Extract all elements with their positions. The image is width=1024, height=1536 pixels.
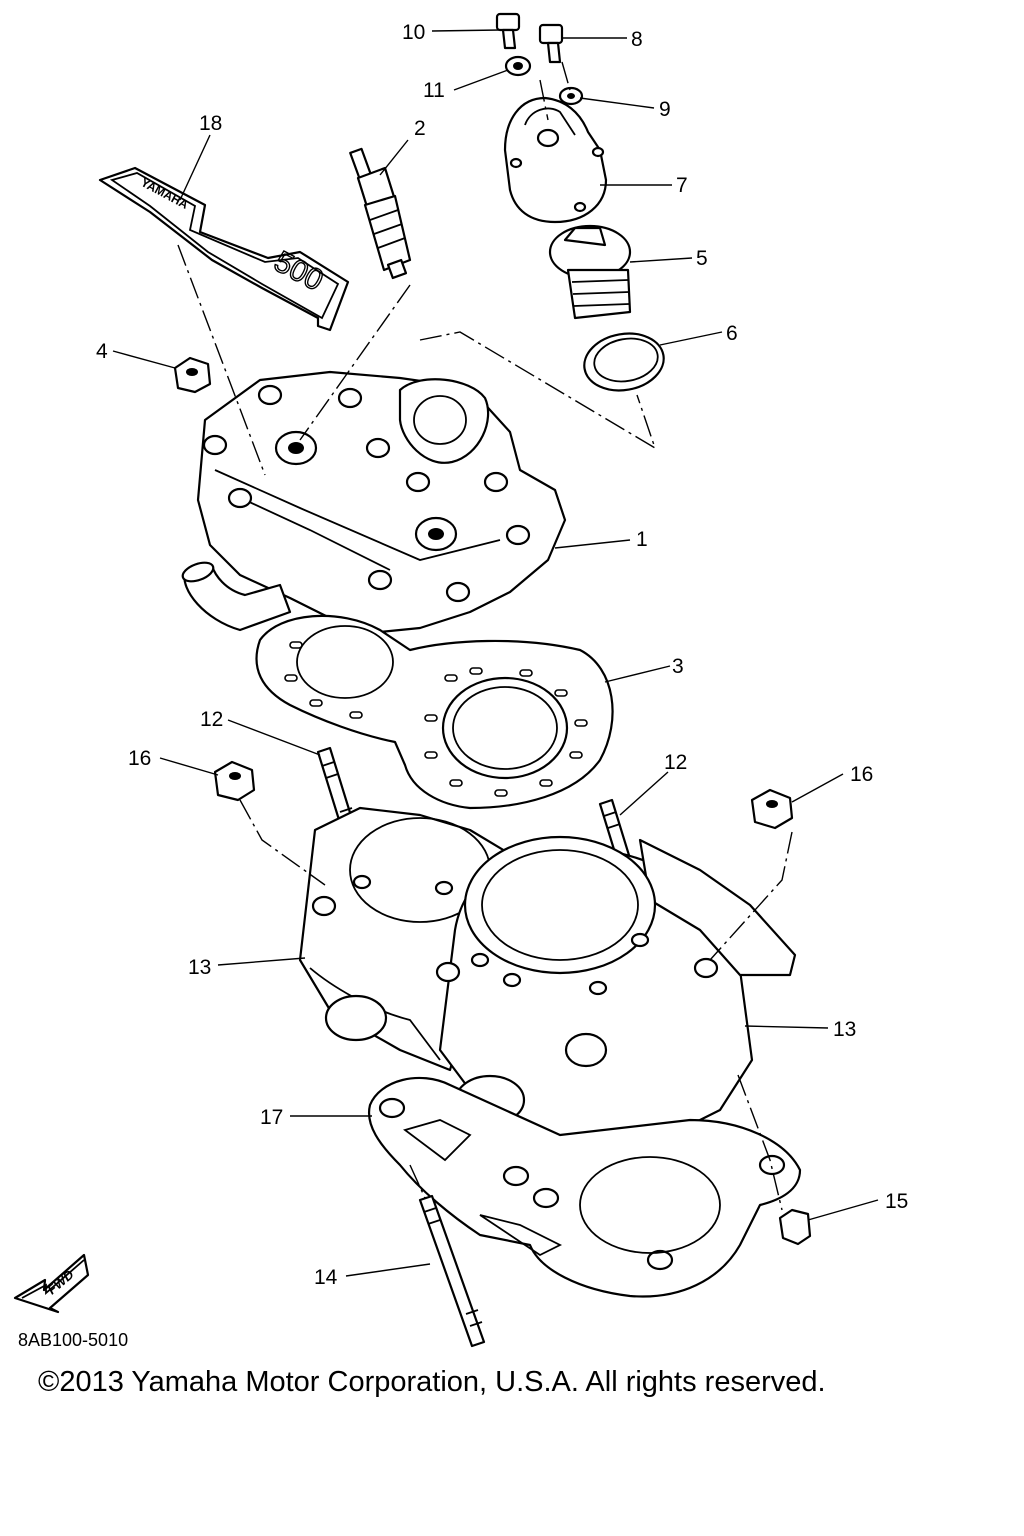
fwd-arrow: FWD <box>13 1253 90 1314</box>
part-cylinder-head <box>181 370 567 634</box>
callout-6: 6 <box>726 322 738 345</box>
copyright-notice: ©2013 Yamaha Motor Corporation, U.S.A. A… <box>38 1366 826 1398</box>
part-washer-11 <box>504 55 532 77</box>
part-base-gasket <box>367 1076 802 1298</box>
catalog-code: 8AB100-5010 <box>18 1330 129 1350</box>
callout-9: 9 <box>659 98 671 121</box>
part-head-gasket <box>255 614 614 810</box>
part-washer-9 <box>558 86 584 106</box>
callout-16-right: 16 <box>850 763 873 786</box>
callout-14: 14 <box>314 1266 338 1289</box>
part-dowel-15 <box>778 1208 812 1246</box>
part-decal: YAMAHA 500 <box>98 166 350 332</box>
part-thermostat-cover <box>503 96 608 224</box>
part-nut-16-left <box>213 760 256 802</box>
callout-16-left: 16 <box>128 747 151 770</box>
callout-11: 11 <box>423 79 445 102</box>
callout-15: 15 <box>885 1190 908 1213</box>
part-bolt-8 <box>538 23 564 64</box>
part-o-ring <box>583 332 665 392</box>
leader-lines <box>112 29 879 1277</box>
part-long-stud-14 <box>418 1194 486 1348</box>
part-bolt-10 <box>495 12 521 50</box>
callout-17: 17 <box>260 1106 283 1129</box>
callout-18: 18 <box>199 112 222 135</box>
callout-8: 8 <box>631 28 643 51</box>
callout-12-left: 12 <box>200 708 223 731</box>
part-thermostat <box>548 224 632 320</box>
alignment-lines <box>177 61 793 1211</box>
part-cylinder-right <box>435 835 797 1167</box>
part-spark-plug <box>349 147 412 280</box>
callout-2: 2 <box>414 117 426 140</box>
callout-3: 3 <box>672 655 684 678</box>
callout-12-right: 12 <box>664 751 687 774</box>
callout-7: 7 <box>676 174 688 197</box>
part-nut-4 <box>173 356 212 394</box>
callout-4: 4 <box>96 340 108 363</box>
callout-13-right: 13 <box>833 1018 856 1041</box>
part-nut-16-right <box>750 788 794 830</box>
callout-13-left: 13 <box>188 956 211 979</box>
callout-numbers: 10 8 11 9 18 2 7 5 6 4 1 3 12 16 12 16 1… <box>96 21 908 1289</box>
callout-5: 5 <box>696 247 708 270</box>
callout-10: 10 <box>402 21 425 44</box>
callout-1: 1 <box>636 528 648 551</box>
